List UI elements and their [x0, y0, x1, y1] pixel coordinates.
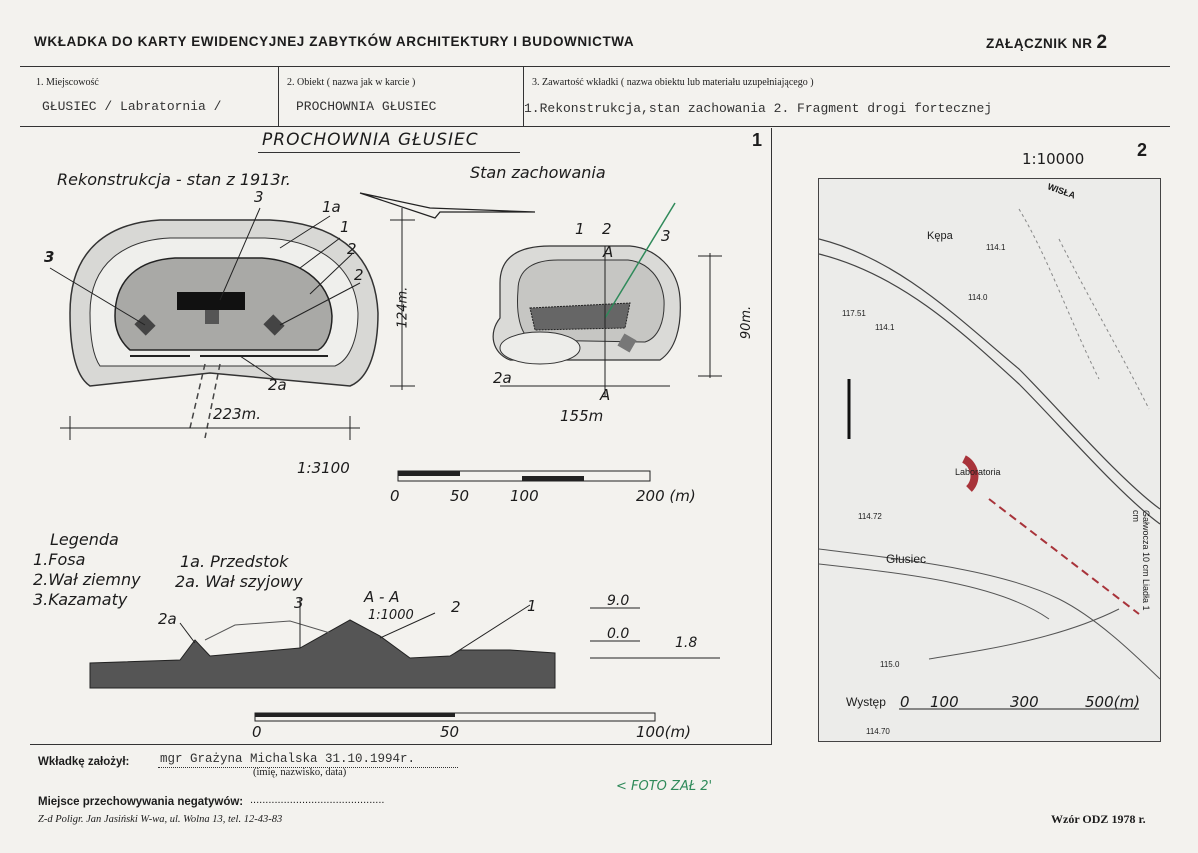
- field-divider-1: [278, 66, 279, 126]
- map-tick-300: 300: [1010, 693, 1039, 711]
- callout-1-state: 1: [575, 220, 585, 238]
- map-elev-7: 114.70: [866, 727, 890, 736]
- section-callout-1: 1: [527, 597, 537, 615]
- map-elev-3: 117.51: [842, 309, 866, 318]
- field-divider-2: [523, 66, 524, 126]
- callout-2: 2: [347, 240, 357, 258]
- scale-1-tick-200: 200 (m): [636, 487, 696, 505]
- locality-label: 1. Miejscowość: [36, 77, 99, 88]
- content-value: 1.Rekonstrukcja,stan zachowania 2. Fragm…: [524, 101, 993, 116]
- north-arrow: [359, 192, 536, 219]
- photo-note: < FOTO ZAŁ 2': [616, 779, 713, 794]
- map-tick-0: 0: [900, 693, 910, 711]
- negatives-label: Miejsce przechowywania negatywów:: [38, 796, 244, 808]
- section-title: A - A: [364, 588, 400, 606]
- scale-1-tick-100: 100: [510, 487, 539, 505]
- dim-height-left: 124m.: [395, 286, 411, 329]
- printer-info: Z-d Poligr. Jan Jasiński W-wa, ul. Wolna…: [38, 814, 283, 825]
- object-value: PROCHOWNIA GŁUSIEC: [296, 99, 437, 114]
- fort-reconstruction-plan: [49, 207, 415, 440]
- panel-1-number: 1: [752, 130, 763, 150]
- dim-width-left: 223m.: [213, 405, 262, 423]
- callout-3-right: 2: [354, 266, 364, 284]
- dim-width-right: 155m: [560, 407, 604, 425]
- section-tick-0: 0: [252, 723, 262, 741]
- map-label-wystep: Występ: [846, 695, 886, 709]
- object-label: 2. Obiekt ( nazwa jak w karcie ): [287, 77, 416, 88]
- map-label-kepa: Kępa: [927, 230, 953, 242]
- map-elev-1: 114.1: [986, 243, 1006, 252]
- elevation-1-8: 1.8: [675, 635, 698, 651]
- negatives-dots: ........................................…: [250, 794, 385, 806]
- content-label: 3. Zawartość wkładki ( nazwa obiektu lub…: [532, 77, 814, 88]
- panel-1-title: PROCHOWNIA GŁUSIEC: [262, 130, 479, 150]
- callout-3-top: 3: [254, 188, 264, 206]
- elevation-9: 9.0: [607, 593, 630, 609]
- callout-1: 1: [340, 218, 350, 236]
- callout-3-state: 3: [661, 227, 671, 245]
- locality-value: GŁUSIEC / Labratornia /: [42, 99, 222, 114]
- callout-1a: 1a: [322, 198, 341, 216]
- section-tick-50: 50: [440, 723, 460, 741]
- fort-current-state-plan: [492, 202, 722, 396]
- title-underline: [258, 152, 520, 153]
- section-marker-bottom: A: [600, 386, 611, 404]
- map-tick-500: 500(m): [1085, 693, 1140, 711]
- callout-2-state: 2: [602, 220, 612, 238]
- legend-item-1a: 1a. Przedstok: [180, 552, 289, 571]
- callout-2a-state: 2a: [493, 369, 512, 387]
- dim-height-right: 90m.: [739, 305, 755, 340]
- scale-1-tick-0: 0: [390, 487, 400, 505]
- form-title: WKŁADKA DO KARTY EWIDENCYJNEJ ZABYTKÓW A…: [34, 34, 635, 49]
- callout-3-left: 3: [44, 248, 55, 266]
- callout-2a: 2a: [268, 376, 287, 394]
- topographic-map: [818, 178, 1161, 742]
- founder-dotted-line: [158, 767, 458, 769]
- map-tick-100: 100: [930, 693, 959, 711]
- legend-item-2a: 2a. Wał szyjowy: [175, 572, 303, 591]
- legend-item-3: 3.Kazamaty: [33, 590, 128, 609]
- form-model: Wzór ODZ 1978 r.: [1051, 812, 1146, 826]
- recon-title: Rekonstrukcja - stan z 1913r.: [57, 170, 291, 189]
- founder-hint: (imię, nazwisko, data): [253, 767, 347, 778]
- annex-number: 2: [1096, 32, 1108, 53]
- scale-bar-1: [397, 470, 651, 482]
- annex-label-text: ZAŁĄCZNIK NR: [986, 36, 1093, 51]
- founder-label: Wkładkę założył:: [38, 756, 130, 768]
- map-label-side: Gałwocza 10 cm Liadła 1 cm: [1131, 510, 1151, 611]
- map-scale: 1:10000: [1022, 150, 1085, 168]
- header-rule: [20, 66, 1170, 67]
- panel-divider: [771, 128, 772, 744]
- section-tick-100: 100(m): [636, 723, 691, 741]
- elevation-0: 0.0: [607, 626, 630, 642]
- map-drawing: [819, 208, 1160, 710]
- panel-1-drawing: [49, 192, 722, 722]
- section-scale: 1:1000: [368, 608, 414, 623]
- legend-title: Legenda: [50, 530, 119, 549]
- map-label-glusiec: Głusiec: [886, 552, 927, 566]
- section-callout-2: 2: [451, 598, 461, 616]
- state-title: Stan zachowania: [470, 163, 606, 182]
- map-elev-2: 114.0: [968, 293, 988, 302]
- legend-item-1: 1.Fosa: [33, 550, 86, 569]
- map-elev-5: 114.72: [858, 512, 882, 521]
- scale-1: 1:3100: [297, 459, 350, 477]
- map-label-laboratoria: Laboratoria: [955, 467, 1001, 477]
- map-elev-4: 114.1: [875, 323, 895, 332]
- scale-1-tick-50: 50: [450, 487, 470, 505]
- fields-rule: [20, 126, 1170, 127]
- legend-item-2: 2.Wał ziemny: [33, 570, 141, 589]
- section-callout-3: 3: [294, 594, 304, 612]
- cross-section: [89, 598, 720, 722]
- panel-2-number: 2: [1137, 140, 1148, 160]
- section-callout-2a: 2a: [158, 610, 177, 628]
- map-elev-6: 115.0: [880, 660, 900, 669]
- founder-value: mgr Grażyna Michalska 31.10.1994r.: [160, 752, 416, 766]
- section-marker-top: A: [603, 243, 614, 261]
